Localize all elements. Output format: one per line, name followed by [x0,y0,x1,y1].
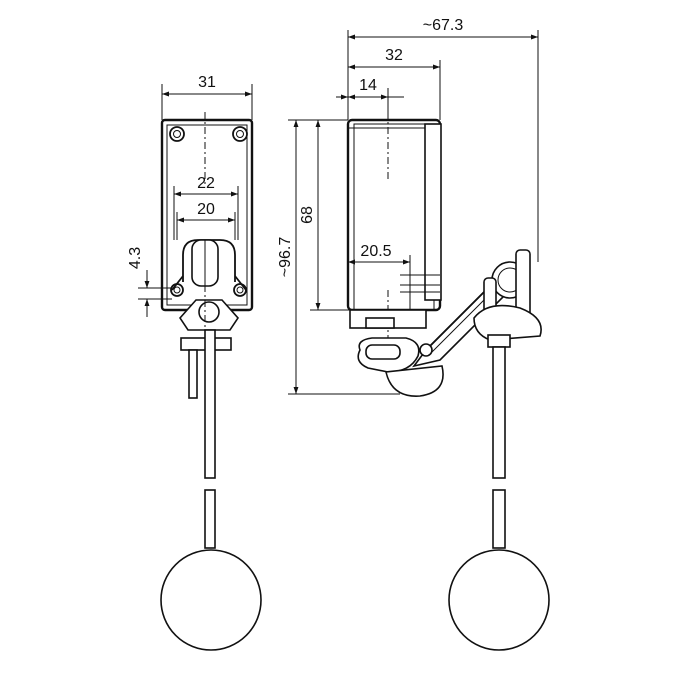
dim-front-inner-22: 22 [197,175,215,192]
dim-front-inner-20: 20 [197,201,215,218]
dim-front-width: 31 [198,74,216,91]
dim-side-axis-offset: 14 [359,77,377,94]
side-view [346,112,550,651]
dimension-lines [138,30,539,395]
dim-side-body-width: 32 [385,47,403,64]
side-switch-body [346,112,442,345]
dim-side-overall-height: ~96.7 [277,237,294,278]
dim-side-overall-width: ~67.3 [423,17,464,34]
side-rod [487,334,511,549]
dim-front-offset: 4.3 [127,247,144,269]
side-ball-weight [448,549,550,651]
front-view [160,112,262,651]
front-rod [188,329,216,549]
dim-side-pivot-offset: 20.5 [360,243,391,260]
dim-side-body-height: 68 [299,206,316,224]
side-actuator-lever [349,249,542,397]
front-ball-weight [160,549,262,651]
dimension-labels: 31 22 20 4.3 ~67.3 32 14 20.5 68 ~96.7 [127,17,463,277]
